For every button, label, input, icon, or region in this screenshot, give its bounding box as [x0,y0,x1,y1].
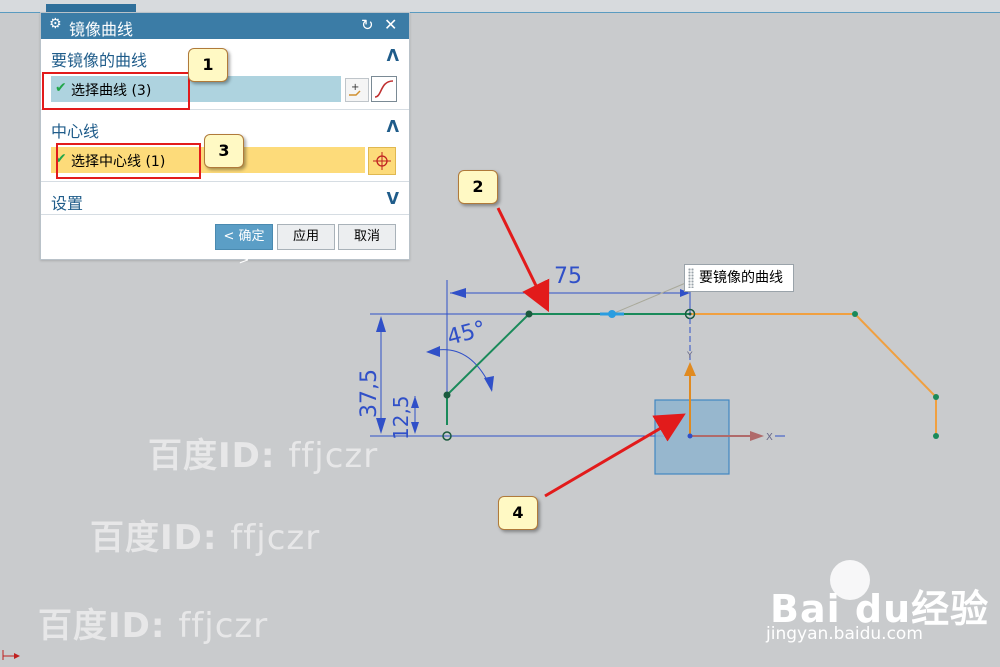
curve-rule-icon: + [349,82,361,96]
watermark-id: ffjczr [288,436,379,476]
highlight-select-centerline [56,143,201,179]
watermark-sep: : [202,518,218,558]
watermark-brand: 百度ID [148,436,261,476]
section-curves-label: 要镜像的曲线 [51,51,148,70]
dimension-arrow [411,396,419,408]
baidu-url: jingyan.baidu.com [766,624,923,644]
watermark-id: ffjczr [178,606,269,646]
watermark: 百度ID: ffjczr [90,510,320,559]
baidu-logo: Bai du经验 [770,587,990,631]
checkmark-icon: ✔ [55,151,67,167]
select-curve-label: 选择曲线 (3) [71,83,152,99]
checkmark-icon: ✔ [55,80,67,96]
watermark-id: ffjczr [230,518,321,558]
dimension-arrow [411,422,419,434]
dimension-arrow [484,376,494,392]
ok-button[interactable]: < 确定 > [215,224,273,268]
dimension-arrow-left [450,288,466,298]
cancel-button[interactable]: 取消 [338,224,396,250]
section-centerline-label: 中心线 [51,122,100,141]
callout-4: 4 [498,496,538,530]
highlight-select-curve [42,72,190,110]
top-strip [0,0,1000,13]
tooltip-grip-icon[interactable] [688,268,694,288]
vertex-point [442,431,452,441]
chevron-up-icon[interactable]: ᐱ [386,117,399,136]
dimension-37-5-text: 37,5 [357,369,382,418]
gear-icon[interactable]: ⚙ [49,16,62,32]
curve-rule-button[interactable]: + [345,78,369,102]
centerline-pick-button[interactable] [368,147,396,175]
apply-button[interactable]: 应用 [277,224,335,250]
curve-select-button[interactable] [371,76,397,102]
crosshair-icon [373,152,391,170]
vertex-point [852,311,858,317]
annotation-arrow-4 [544,413,686,498]
tooltip-leader [611,281,689,315]
dimension-arrow [426,346,440,357]
watermark: 百度ID: ffjczr [38,598,268,647]
section-divider [41,214,409,215]
reset-icon[interactable]: ↻ [361,16,374,34]
dialog-titlebar[interactable]: ⚙ 镜像曲线 ↻ ✕ [41,13,409,39]
vertex-point [525,310,533,318]
close-icon[interactable]: ✕ [384,15,398,34]
section-divider [41,109,409,110]
dimension-arrow [376,418,386,434]
origin-point [687,433,693,439]
select-centerline-label: 选择中心线 (1) [71,154,166,170]
watermark-sep: : [260,436,276,476]
dimension-45-text: 45° [445,317,489,351]
vertex-point [933,394,939,400]
section-divider [41,181,409,182]
active-tab-stub [46,4,136,12]
dimension-arrow [376,316,386,332]
vertex-point [688,312,692,316]
watermark-sep: : [150,606,166,646]
annotation-arrow-2 [496,207,550,313]
y-axis-arrowhead [684,362,696,376]
dialog-title: 镜像曲线 [69,20,134,39]
watermark: 百度ID: ffjczr [148,428,378,477]
section-settings-label: 设置 [51,194,84,213]
x-axis-label: X [766,432,773,443]
mirrored-curve [690,313,937,436]
corner-triad-arrowhead [14,653,20,659]
watermark-brand: 百度ID [38,606,151,646]
selection-tooltip: 要镜像的曲线 [684,264,794,292]
section-curves-header[interactable]: 要镜像的曲线 ᐱ [41,44,409,70]
watermark-brand: 百度ID [90,518,203,558]
callout-2: 2 [458,170,498,204]
dimension-12-5-text: 12,5 [389,395,413,440]
spline-icon [374,80,394,98]
chevron-up-icon[interactable]: ᐱ [386,46,399,65]
callout-3: 3 [204,134,244,168]
x-axis-arrowhead [750,431,764,441]
section-centerline-header[interactable]: 中心线 ᐱ [41,115,409,141]
dimension-75-text: 75 [554,264,582,289]
vertex-point [443,391,451,399]
chevron-down-icon[interactable]: ᐯ [386,189,399,208]
baidu-paw-icon [830,560,870,600]
vertex-point [933,433,939,439]
svg-text:+: + [351,82,359,93]
tooltip-text: 要镜像的曲线 [699,270,783,286]
section-settings-header[interactable]: 设置 ᐯ [41,187,409,213]
callout-1: 1 [188,48,228,82]
y-axis-label: Y [686,351,693,361]
